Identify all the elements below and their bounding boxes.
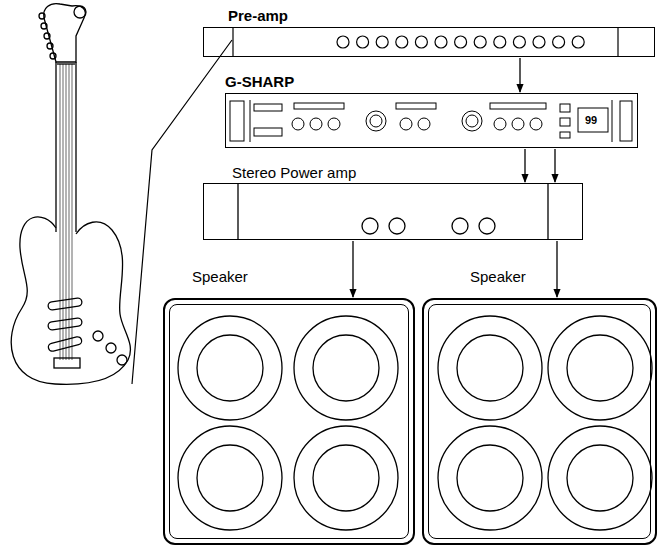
speaker-cabinet: Speaker	[163, 268, 415, 545]
unit-label: G-SHARP	[225, 73, 294, 91]
display-readout: 99	[585, 114, 597, 126]
signal-arrow	[556, 241, 557, 297]
preamp-box: Pre-amp	[203, 7, 655, 57]
outline	[163, 298, 415, 545]
preamp-panel	[233, 27, 618, 57]
unit-label: Speaker	[192, 268, 248, 286]
guitar	[11, 4, 130, 385]
power-amp-box: Stereo Power amp	[203, 164, 583, 240]
outline	[225, 93, 638, 148]
speaker-cabinet: Speaker	[422, 268, 657, 545]
gsharp-panel	[230, 100, 632, 142]
unit-label: Stereo Power amp	[232, 164, 356, 182]
inner-outline	[169, 304, 409, 539]
guitar-cable	[132, 40, 232, 384]
power-amp-panel	[238, 183, 548, 240]
signal-arrow	[352, 241, 353, 297]
signal-arrow	[524, 149, 525, 182]
speaker-cones	[178, 316, 652, 530]
outline	[422, 298, 657, 545]
signal-arrow	[519, 58, 520, 92]
inner-outline	[428, 304, 651, 539]
unit-label: Pre-amp	[228, 7, 288, 25]
unit-label: Speaker	[470, 268, 526, 286]
effects-unit: G-SHARP	[225, 73, 638, 148]
outline	[203, 183, 583, 240]
outline	[203, 27, 655, 57]
signal-arrow	[554, 149, 555, 182]
